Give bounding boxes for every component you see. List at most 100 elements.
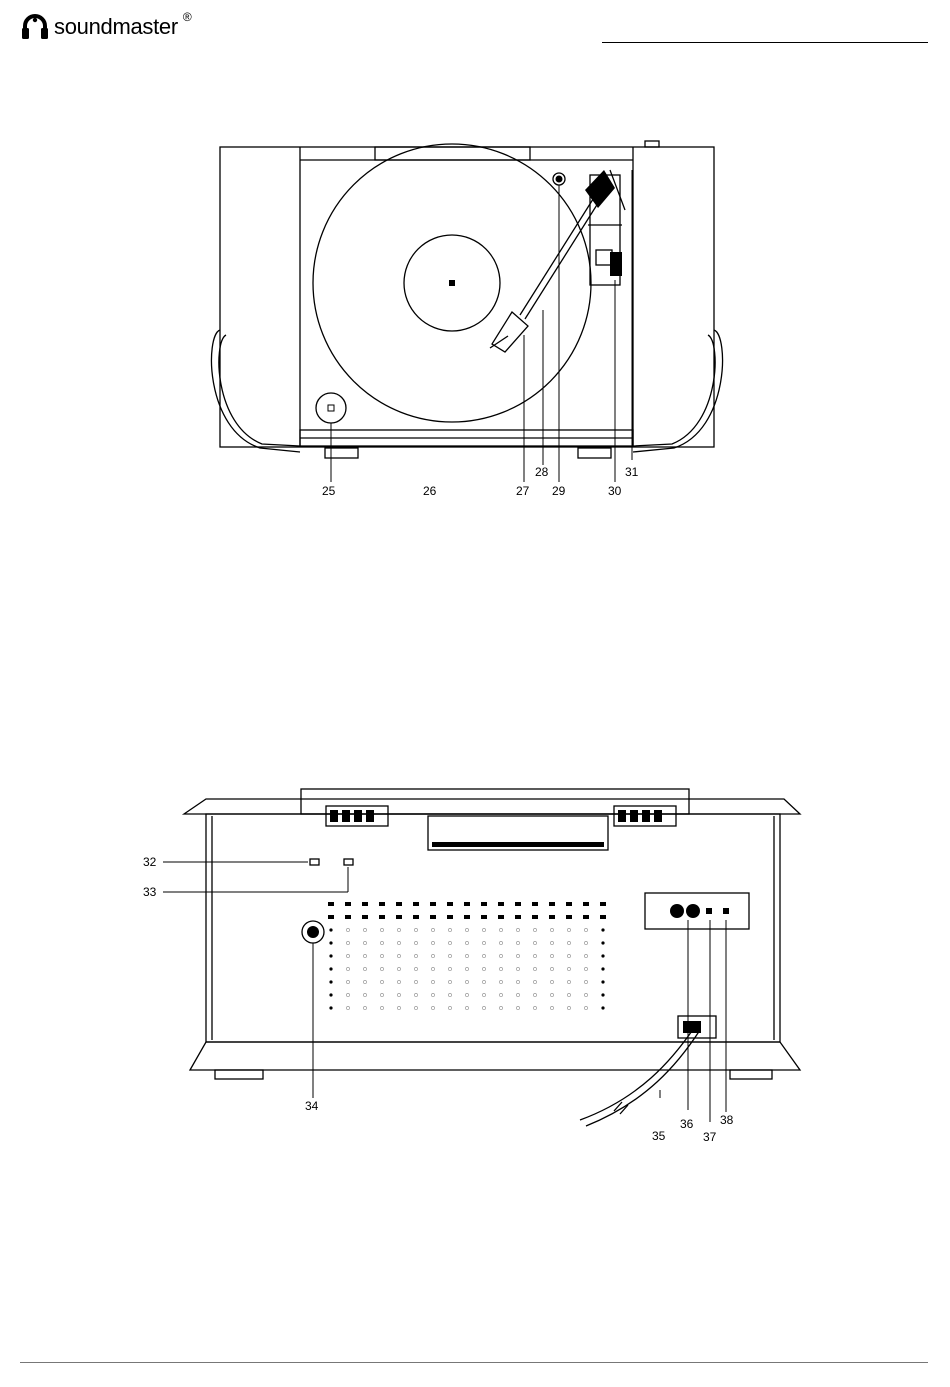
grille-hole [362, 915, 368, 919]
grille-hole [431, 954, 434, 957]
grille-hole [482, 928, 485, 931]
grille-hole [448, 941, 451, 944]
grille-hole [431, 941, 434, 944]
grille-hole [533, 1006, 536, 1009]
grille-hole [363, 980, 366, 983]
grille-hole [499, 967, 502, 970]
grille-hole [549, 902, 555, 906]
callout-36: 36 [680, 1117, 694, 1131]
grille-hole [550, 993, 553, 996]
grille-hole [396, 915, 402, 919]
grille-hole [414, 1006, 417, 1009]
grille-hole [329, 928, 332, 931]
grille-hole [363, 954, 366, 957]
grille-hole [584, 928, 587, 931]
grille-hole [448, 967, 451, 970]
grille-hole [465, 1006, 468, 1009]
grille-hole [414, 980, 417, 983]
grille-hole [430, 902, 436, 906]
grille-hole [430, 915, 436, 919]
brand-name: soundmaster [54, 14, 178, 40]
callout-25: 25 [322, 484, 336, 498]
grille-hole [533, 941, 536, 944]
grille-hole [499, 928, 502, 931]
turntable-top-view-drawing: 25 26 27 28 29 30 31 [0, 130, 950, 510]
callout-31: 31 [625, 465, 639, 479]
grille-hole [601, 928, 604, 931]
grille-hole [601, 967, 604, 970]
grille-hole [447, 915, 453, 919]
grille-hole [414, 993, 417, 996]
turntable-rear-view-drawing: 32 33 34 35 36 37 38 [0, 780, 950, 1160]
grille-hole [346, 967, 349, 970]
grille-hole [550, 954, 553, 957]
grille-hole [516, 1006, 519, 1009]
grille-hole [397, 980, 400, 983]
grille-hole [379, 902, 385, 906]
grille-hole [346, 928, 349, 931]
grille-hole [516, 967, 519, 970]
grille-hole [380, 954, 383, 957]
grille-hole [516, 941, 519, 944]
grille-hole [329, 993, 332, 996]
grille-hole [601, 1006, 604, 1009]
grille-hole [499, 954, 502, 957]
callout-34: 34 [305, 1099, 319, 1113]
grille-hole [431, 1006, 434, 1009]
grille-hole [516, 980, 519, 983]
grille-hole [328, 915, 334, 919]
grille-hole [584, 1006, 587, 1009]
grille-hole [329, 980, 332, 983]
callout-33: 33 [143, 885, 157, 899]
grille-hole [498, 915, 504, 919]
grille-hole [499, 1006, 502, 1009]
grille-hole [533, 967, 536, 970]
callout-32: 32 [143, 855, 157, 869]
grille-hole [601, 980, 604, 983]
grille-hole [498, 902, 504, 906]
grille-hole [464, 902, 470, 906]
grille-hole [583, 915, 589, 919]
grille-hole [346, 954, 349, 957]
grille-hole [482, 1006, 485, 1009]
grille-hole [448, 928, 451, 931]
grille-hole [532, 902, 538, 906]
grille-hole [550, 967, 553, 970]
header-rule [602, 42, 928, 43]
grille-hole [465, 980, 468, 983]
grille-hole [549, 915, 555, 919]
grille-hole [329, 1006, 332, 1009]
grille-hole [362, 902, 368, 906]
grille-hole [566, 915, 572, 919]
grille-hole [448, 980, 451, 983]
grille-hole [515, 915, 521, 919]
grille-hole [363, 941, 366, 944]
grille-hole [550, 1006, 553, 1009]
grille-hole [482, 941, 485, 944]
grille-hole [567, 993, 570, 996]
grille-hole [431, 967, 434, 970]
callout-27: 27 [516, 484, 530, 498]
grille-hole [481, 915, 487, 919]
grille-hole [533, 980, 536, 983]
grille-hole [413, 915, 419, 919]
grille-hole [499, 941, 502, 944]
grille-hole [363, 1006, 366, 1009]
callout-29: 29 [552, 484, 566, 498]
grille-hole [397, 954, 400, 957]
grille-hole [532, 915, 538, 919]
callout-30: 30 [608, 484, 622, 498]
grille-hole [465, 967, 468, 970]
grille-hole [481, 902, 487, 906]
grille-hole [601, 954, 604, 957]
grille-hole [329, 954, 332, 957]
grille-hole [431, 980, 434, 983]
grille-hole [396, 902, 402, 906]
headphone-logo-icon [20, 12, 50, 42]
footer-rule [20, 1362, 928, 1363]
grille-hole [380, 967, 383, 970]
rear-view-diagram: 32 33 34 35 36 37 38 [0, 780, 950, 1160]
grille-hole [380, 941, 383, 944]
grille-hole [346, 980, 349, 983]
grille-hole [584, 954, 587, 957]
